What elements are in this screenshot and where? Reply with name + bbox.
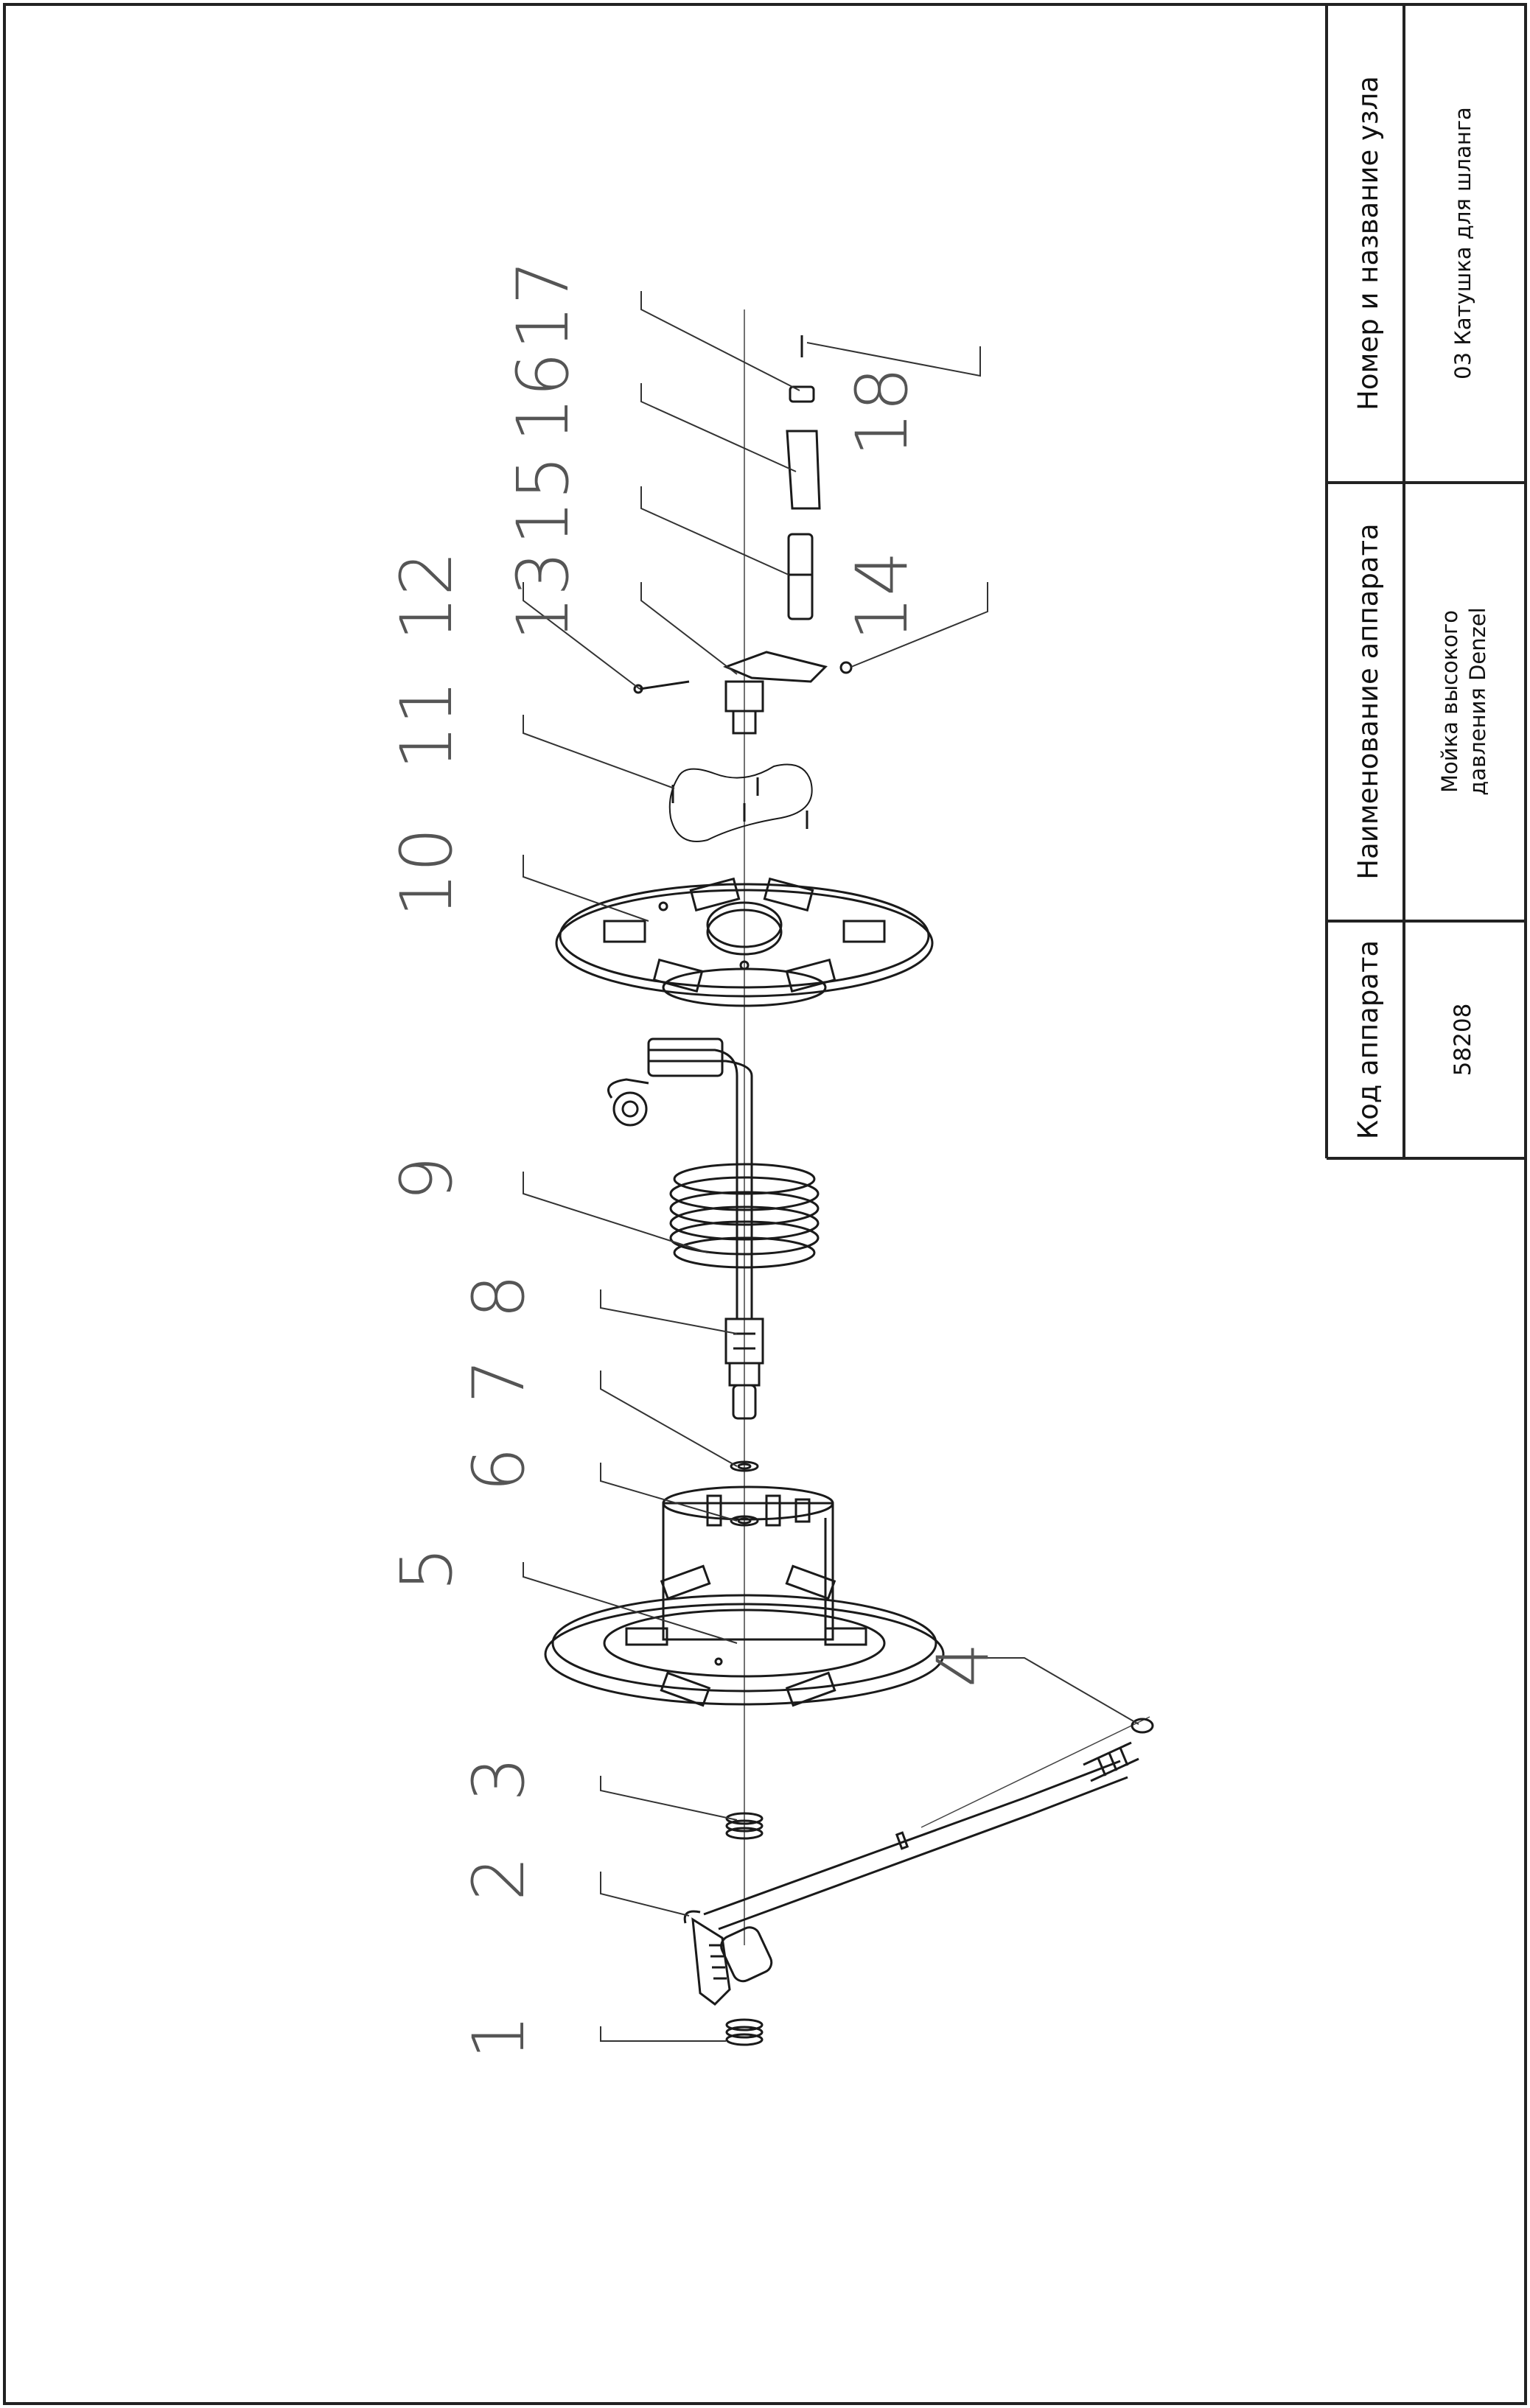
part-2-crank-handle bbox=[683, 1760, 1128, 2006]
callout-3: 3 bbox=[458, 1757, 540, 1802]
part-12-pin bbox=[633, 680, 690, 694]
callout-13: 13 bbox=[502, 551, 584, 641]
page-frame bbox=[3, 3, 1527, 2405]
device-value-line2: давления Denzel bbox=[1465, 607, 1490, 795]
part-15-tube bbox=[787, 533, 814, 620]
callout-labels: 1 2 3 4 5 6 7 8 9 10 11 12 13 14 15 16 1… bbox=[385, 260, 1005, 2059]
part-4-handle-end bbox=[1083, 1718, 1154, 1782]
callout-15: 15 bbox=[502, 455, 584, 545]
part-9-coil-pipe bbox=[607, 1037, 820, 1319]
callout-17: 17 bbox=[502, 260, 584, 350]
callout-2: 2 bbox=[458, 1856, 540, 1901]
callout-12: 12 bbox=[385, 551, 468, 641]
callout-4: 4 bbox=[922, 1642, 1005, 1687]
part-5-reel-drum bbox=[544, 1485, 945, 1707]
part-11-screws bbox=[668, 763, 813, 842]
part-14-ball bbox=[839, 661, 853, 674]
callout-14: 14 bbox=[841, 551, 923, 641]
callout-11: 11 bbox=[385, 680, 468, 770]
handle-axis bbox=[921, 1716, 1150, 1828]
callout-leaders bbox=[523, 291, 1139, 2042]
callout-5: 5 bbox=[385, 1547, 468, 1592]
device-header: Наименование аппарата bbox=[1352, 523, 1384, 879]
unit-value: 03 Катушка для шланга bbox=[1450, 107, 1475, 379]
callout-10: 10 bbox=[385, 827, 468, 917]
callout-16: 16 bbox=[502, 352, 584, 442]
part-7-washer bbox=[730, 1460, 759, 1472]
part-10-reel-disk bbox=[555, 877, 934, 1007]
title-block bbox=[1325, 4, 1526, 1160]
part-1-oring bbox=[725, 2018, 764, 2046]
callout-9: 9 bbox=[385, 1156, 468, 1201]
callout-7: 7 bbox=[458, 1359, 540, 1404]
part-13-hub bbox=[722, 651, 828, 735]
code-value: 58208 bbox=[1450, 1004, 1476, 1077]
code-header: Код аппарата bbox=[1352, 940, 1384, 1139]
callout-18: 18 bbox=[841, 367, 923, 457]
part-16-cone bbox=[786, 430, 821, 510]
callout-6: 6 bbox=[458, 1447, 540, 1492]
exploded-view bbox=[544, 309, 1154, 2046]
part-6-washer bbox=[730, 1515, 759, 1527]
unit-header: Номер и название узла bbox=[1352, 76, 1384, 410]
part-3-oring bbox=[725, 1812, 764, 1840]
device-value-line1: Мойка высокого bbox=[1437, 610, 1462, 793]
callout-8: 8 bbox=[458, 1274, 540, 1319]
part-17-nut bbox=[789, 385, 815, 403]
callout-1: 1 bbox=[458, 2015, 540, 2059]
